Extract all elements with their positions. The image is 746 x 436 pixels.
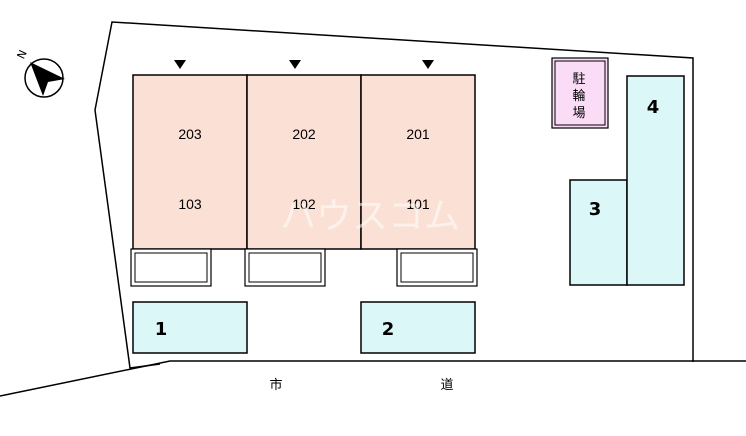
property-boundary	[94, 21, 694, 369]
parking-lot-2-label: 2	[382, 319, 395, 340]
unit-label-102: 102	[292, 196, 316, 212]
unit-label-101: 101	[406, 196, 430, 212]
parking-lot-1	[132, 301, 248, 354]
parking-lot-3	[569, 179, 628, 286]
balcony-box	[396, 248, 478, 287]
unit-label-103: 103	[178, 196, 202, 212]
parking-lot-3-label: 3	[589, 199, 602, 220]
unit-block-right	[360, 74, 476, 250]
entrance-triangle-icon	[289, 60, 301, 69]
parking-lot-4-label: 4	[647, 97, 660, 118]
bike-parking-char: 場	[572, 106, 585, 121]
bike-parking-box	[551, 57, 609, 129]
parking-lot-4	[626, 75, 685, 286]
compass: N	[15, 48, 65, 98]
parking-lot-2	[360, 301, 476, 354]
unit-label-203: 203	[178, 126, 202, 142]
bike-parking-box-inner	[554, 60, 606, 126]
balcony-box	[130, 248, 212, 287]
north-arrow-icon	[30, 62, 65, 96]
balcony-box-inner	[400, 252, 474, 283]
parking-lot-1-label: 1	[155, 319, 168, 340]
bike-parking-char: 駐	[572, 72, 585, 87]
watermark: ハウスコム	[280, 196, 460, 237]
balcony-boxes	[130, 248, 478, 287]
unit-block-left	[132, 74, 248, 250]
unit-label-201: 201	[406, 126, 430, 142]
balcony-box-inner	[248, 252, 322, 283]
building: 203 202 201 103 102 101 ハウスコム	[132, 74, 476, 250]
balcony-box	[244, 248, 326, 287]
bike-parking: 駐 輪 場	[551, 57, 609, 129]
unit-label-202: 202	[292, 126, 316, 142]
road-label-char: 市	[269, 377, 282, 393]
balcony-box-inner	[134, 252, 208, 283]
parking-spaces: 1 2 3 4	[132, 75, 685, 354]
entrance-triangle-icon	[174, 60, 186, 69]
compass-label: N	[15, 48, 30, 61]
bike-parking-char: 輪	[572, 88, 585, 104]
road-edge	[0, 360, 746, 397]
entrance-triangle-icon	[422, 60, 434, 69]
unit-block-center	[246, 74, 362, 250]
road-label-char: 道	[440, 378, 453, 393]
